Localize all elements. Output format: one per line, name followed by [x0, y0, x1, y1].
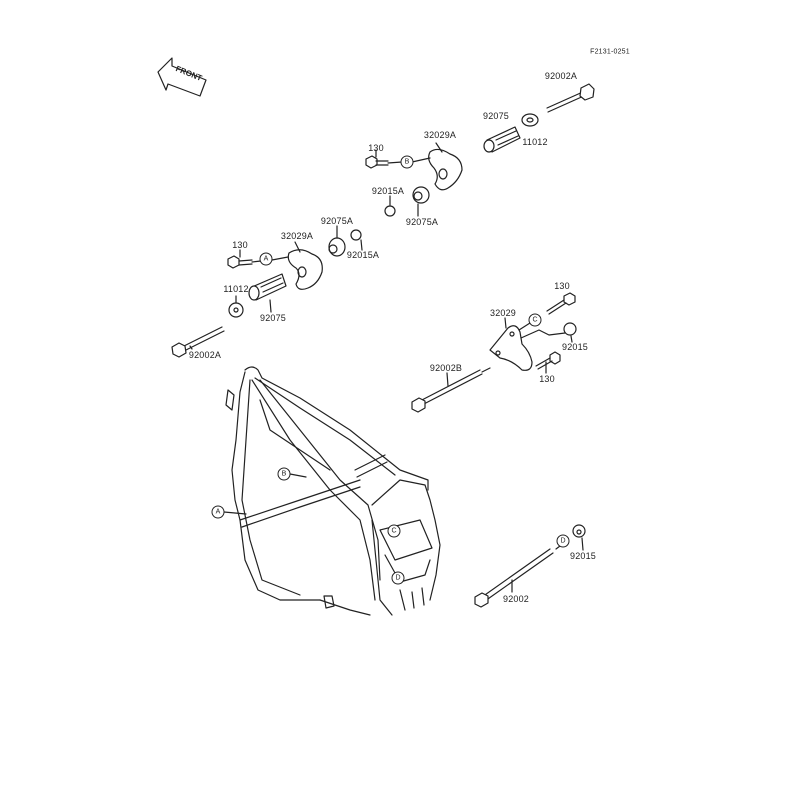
motorcycle-frame — [225, 366, 441, 616]
part-label: 92075A — [320, 216, 354, 226]
part-label: 130 — [554, 281, 570, 291]
nut-92015a-mid — [350, 229, 363, 251]
bolt-130-mid — [227, 249, 289, 269]
bolt-92002 — [474, 545, 561, 608]
reference-marker-a: A — [259, 252, 273, 266]
frame-marker-a: A — [211, 505, 225, 519]
bolt-92002a-left — [171, 326, 225, 358]
part-label: 92075 — [259, 313, 287, 323]
bushing-92075a-top — [412, 186, 430, 217]
part-label: 92015 — [561, 342, 589, 352]
bolt-130-right-bottom — [535, 351, 561, 374]
collar-92075-left — [248, 273, 287, 313]
bolt-92002b — [411, 367, 491, 413]
part-label: 92015A — [371, 186, 405, 196]
frame-marker-d: D — [391, 571, 405, 585]
collar-92075-top — [483, 126, 521, 153]
frame-marker-c: C — [387, 524, 401, 538]
part-label: 92002 — [502, 594, 530, 604]
part-label: 92002B — [429, 363, 463, 373]
part-label: 92002A — [544, 71, 578, 81]
part-label: 92015A — [346, 250, 380, 260]
part-label: 11012 — [522, 137, 548, 147]
frame-marker-b: B — [277, 467, 291, 481]
part-label: 11012 — [223, 284, 249, 294]
washer-11012-top — [521, 113, 539, 127]
part-label: 92002A — [188, 350, 222, 360]
reference-marker-d: D — [556, 534, 570, 548]
part-label: 92015 — [569, 551, 597, 561]
bracket-32029 — [489, 325, 533, 371]
washer-11012-left — [228, 295, 244, 318]
part-label: 92075A — [405, 217, 439, 227]
nut-92015-right — [563, 322, 577, 343]
reference-marker-b: B — [400, 155, 414, 169]
front-direction-indicator: FRONT — [165, 62, 210, 92]
nut-92015a-top — [384, 195, 396, 217]
bolt-130-right-top — [518, 292, 576, 331]
front-label: FRONT — [174, 64, 204, 83]
part-label: 130 — [368, 143, 384, 153]
part-label: 32029 — [489, 308, 517, 318]
part-label: 130 — [539, 374, 555, 384]
bushing-92075a-mid — [328, 225, 346, 257]
reference-marker-c: C — [528, 313, 542, 327]
nut-92015-bottom — [572, 524, 586, 551]
bolt-92002a-top — [546, 83, 595, 113]
part-label: 92075 — [482, 111, 510, 121]
bolt-130-top — [365, 149, 431, 169]
diagram-code: F2131-0251 — [590, 48, 630, 56]
part-label: 32029A — [423, 130, 457, 140]
part-label: 32029A — [280, 231, 314, 241]
part-label: 130 — [232, 240, 248, 250]
front-arrow-icon — [157, 57, 207, 97]
